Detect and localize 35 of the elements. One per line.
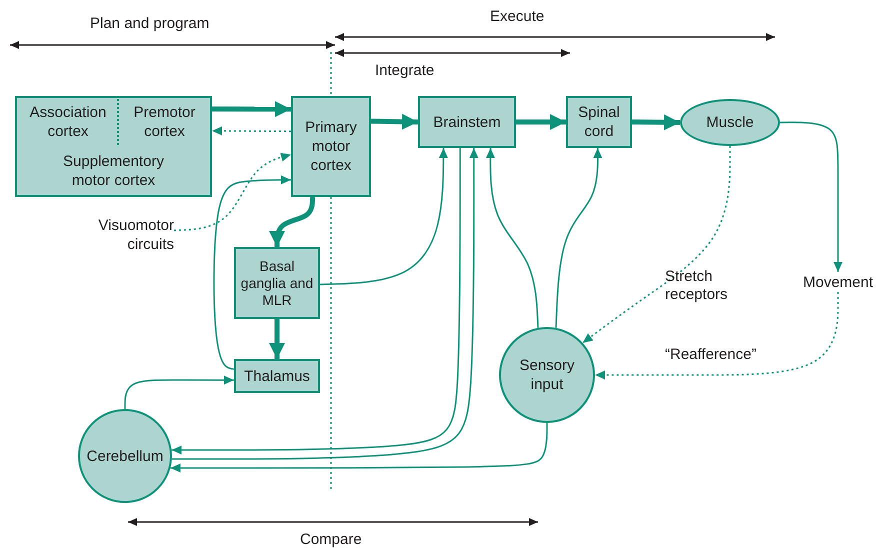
arrow	[124, 376, 234, 409]
process-box: Association cortex	[15, 96, 119, 148]
arrow	[370, 114, 418, 130]
arrow	[269, 319, 285, 359]
arrow	[320, 148, 448, 286]
dashed-arrow	[595, 292, 839, 380]
dashed-arrow	[174, 152, 292, 232]
phase-label: Compare	[300, 531, 362, 549]
process-box: Basal ganglia and MLR	[234, 247, 320, 319]
circle-node: Sensory input	[499, 327, 595, 423]
arrow	[212, 101, 291, 118]
annotation-label: Stretch receptors	[665, 268, 729, 304]
phase-label: Plan and program	[90, 15, 210, 33]
dashed-arrow	[212, 126, 291, 136]
circle-node: Cerebellum	[78, 409, 172, 503]
arrow	[213, 175, 291, 370]
arrow	[780, 122, 842, 272]
process-box: Premotor cortex	[117, 96, 212, 148]
node-label: Visuomotor circuits	[70, 212, 174, 258]
arrow	[516, 114, 566, 130]
arrow	[486, 148, 539, 328]
dashed-arrow	[582, 146, 731, 344]
process-box: Thalamus	[234, 359, 320, 393]
arrow	[632, 114, 680, 130]
arrow	[170, 423, 548, 472]
ellipse-node: Muscle	[680, 99, 780, 146]
process-box: Supplementory motor cortex	[15, 146, 212, 197]
phase-label: Integrate	[375, 62, 434, 80]
process-box: Spinal cord	[566, 96, 632, 148]
process-box: Primary motor cortex	[291, 96, 371, 197]
arrow	[555, 148, 602, 328]
arrow	[269, 196, 316, 247]
node-label: Movement	[794, 272, 882, 292]
process-box: Brainstem	[418, 96, 516, 148]
phase-label: Execute	[490, 8, 544, 26]
